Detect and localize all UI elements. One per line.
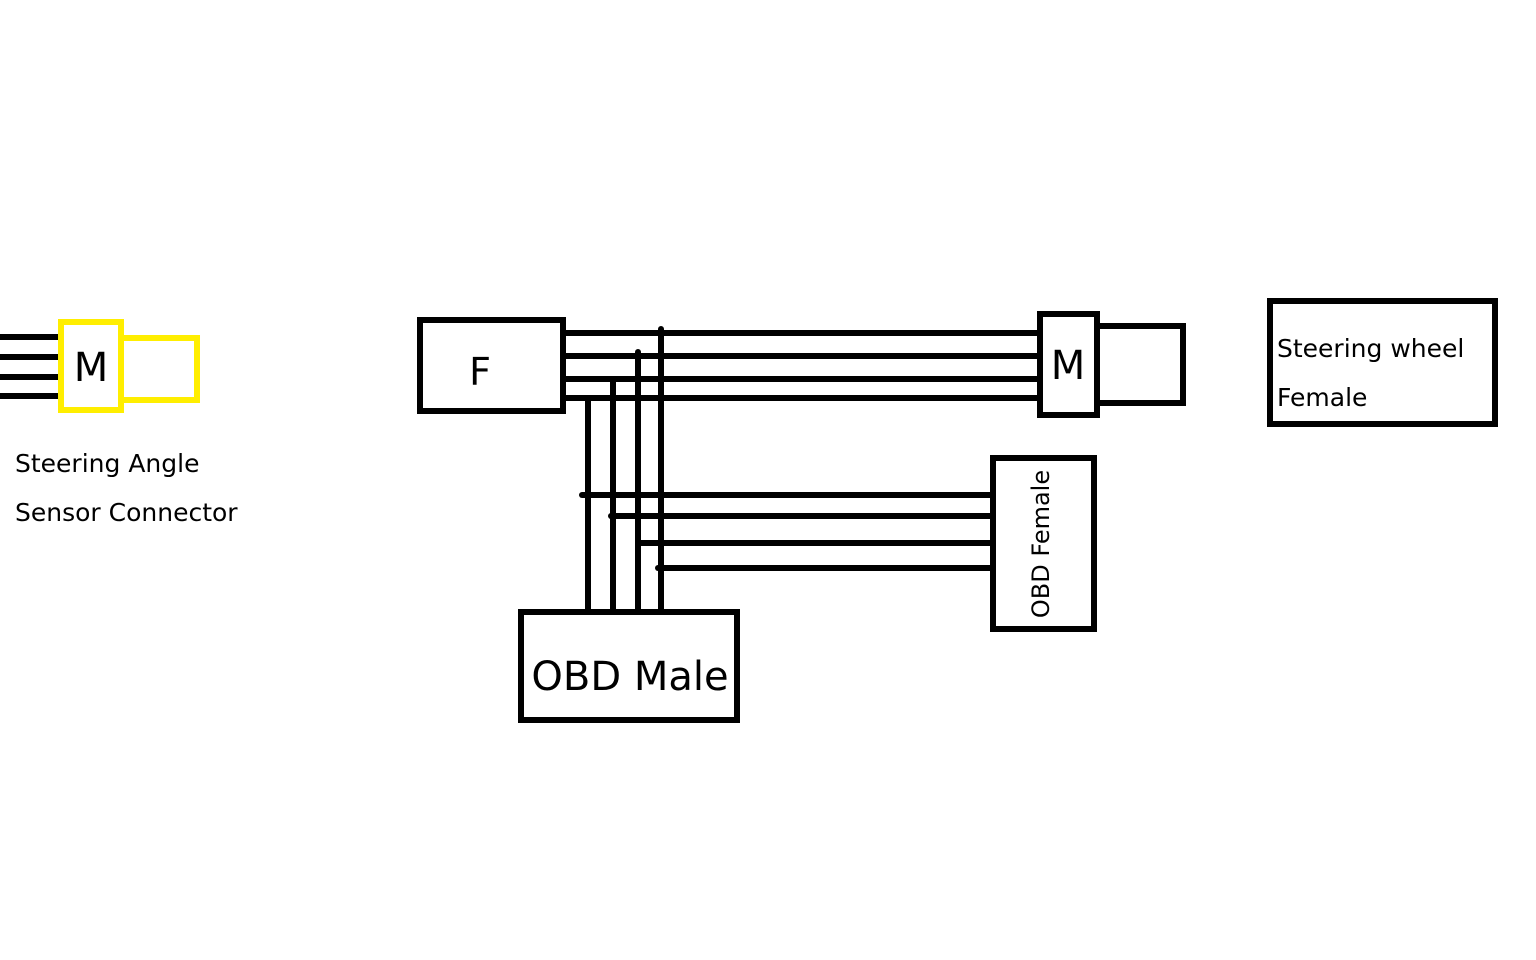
obd-female-box xyxy=(990,455,1097,632)
obd-male-box xyxy=(518,609,740,723)
steering-wheel-female: Steering wheel Female xyxy=(1267,298,1498,427)
steering-wheel-female-line1: Steering wheel xyxy=(1277,334,1464,363)
sensor-male-label: M xyxy=(74,345,109,391)
obd-female-connector: OBD Female xyxy=(990,455,1097,632)
sensor-caption-line1: Steering Angle xyxy=(15,449,199,478)
steering-wheel-female-box xyxy=(1267,298,1498,427)
wheel-male-connector: M xyxy=(1037,311,1186,418)
sensor-connector-body xyxy=(118,335,200,403)
obd-male-connector: OBD Male xyxy=(518,609,740,723)
wheel-male-label: M xyxy=(1051,343,1086,389)
harness-female-connector: F xyxy=(417,317,566,414)
harness-wires xyxy=(561,326,1043,622)
sensor-connector: M Steering Angle Sensor Connector xyxy=(0,319,238,527)
harness-female-label: F xyxy=(469,350,491,394)
wheel-male-body xyxy=(1094,323,1186,406)
obd-male-label: OBD Male xyxy=(531,654,728,700)
harness-female-box xyxy=(417,317,566,414)
wheel-male-plug xyxy=(1037,311,1100,418)
sensor-wire-stubs xyxy=(0,334,63,399)
obd-female-label: OBD Female xyxy=(1027,470,1055,618)
steering-wheel-female-line2: Female xyxy=(1277,383,1367,412)
sensor-caption-line2: Sensor Connector xyxy=(15,498,238,527)
